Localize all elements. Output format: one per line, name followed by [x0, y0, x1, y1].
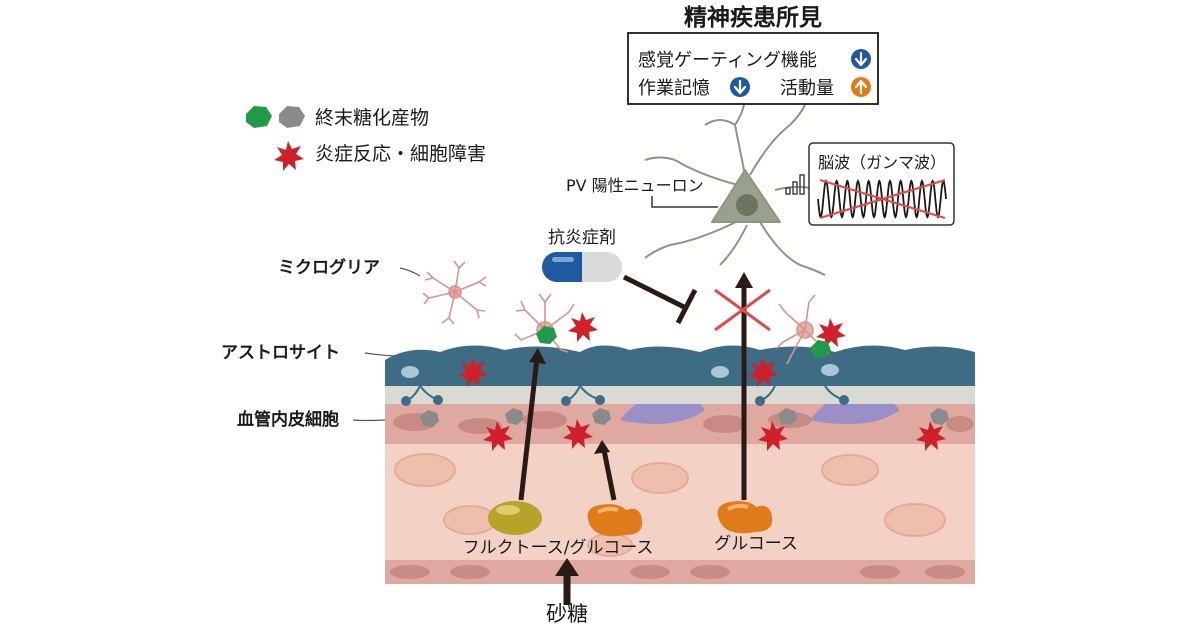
pv-neuron — [644, 94, 826, 276]
pv-neuron-leader — [651, 196, 718, 208]
microglia-free — [422, 260, 487, 325]
fructose-molecule — [488, 501, 542, 535]
inflammation-star — [748, 357, 778, 387]
legend-age-label: 終末糖化産物 — [315, 107, 429, 129]
label-leaders — [352, 267, 421, 422]
glucose-label: グルコース — [714, 534, 798, 554]
microglia-label: ミクログリア — [278, 257, 380, 278]
astrocyte-label: アストロサイト — [221, 343, 340, 363]
diagram-title: 精神疾患所見 — [684, 4, 822, 31]
block-x-mark — [714, 288, 771, 332]
pv-neuron-nucleus — [736, 194, 758, 216]
legend — [246, 106, 305, 171]
sugar-label: 砂糖 — [546, 602, 588, 626]
inflammation-star-icon — [274, 141, 304, 171]
glucose-molecule-right — [717, 501, 773, 534]
pathway-arrows — [518, 272, 753, 605]
inflammation-star — [483, 421, 513, 451]
inflammation-star — [563, 419, 593, 449]
eeg-label: 脳波（ガンマ波） — [818, 153, 946, 172]
astrocyte-endfeet — [401, 385, 849, 406]
findings-box — [627, 32, 879, 105]
inflammation-marks — [458, 312, 946, 451]
inflammation-star — [458, 357, 488, 387]
inflammation-star — [758, 421, 788, 451]
legend-inflammation-label: 炎症反応・細胞障害 — [315, 143, 486, 165]
eeg-box — [808, 142, 955, 226]
age-green-on-microglia — [536, 326, 557, 344]
blood-cells — [394, 453, 946, 557]
firing-bars — [785, 174, 805, 195]
age-gray-icon — [279, 106, 305, 128]
age-green-icon — [246, 106, 272, 128]
finding-working-memory: 作業記憶 — [638, 78, 710, 99]
anti-inflammatory-label: 抗炎症剤 — [548, 228, 616, 248]
age-green-on-microglia — [810, 340, 831, 358]
fructose-glucose-label: フルクトース/グルコース — [463, 538, 654, 558]
basement-membrane — [385, 384, 975, 404]
inflammation-star — [568, 312, 598, 342]
endothelial-label: 血管内皮細胞 — [237, 409, 339, 430]
finding-sensory-gating: 感覚ゲーティング機能 — [638, 50, 817, 71]
glucose-molecule — [587, 504, 643, 537]
finding-activity: 活動量 — [780, 78, 834, 99]
pill-icon — [542, 252, 622, 282]
age-deposits — [420, 408, 949, 427]
inflammation-star — [916, 421, 946, 451]
inhibition-line — [622, 274, 698, 325]
inflammation-star — [816, 318, 846, 348]
astrocyte-nuclei — [401, 364, 839, 378]
pv-neuron-label: PV 陽性ニューロン — [566, 176, 704, 195]
